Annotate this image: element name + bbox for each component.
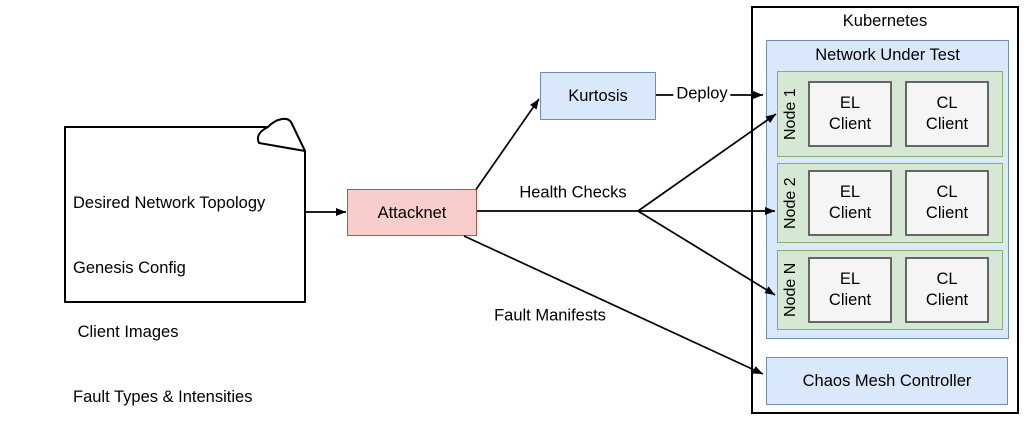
el-client-line2: Client	[828, 115, 872, 133]
chaos-mesh-controller-label: Chaos Mesh Controller	[802, 372, 972, 390]
attacknet-label: Attacknet	[377, 203, 447, 222]
node-n-el-client-box: EL Client	[808, 257, 892, 323]
kurtosis-box: Kurtosis	[540, 72, 656, 120]
node-1-el-client-box: EL Client	[808, 81, 892, 147]
node-2-label: Node 2	[782, 177, 799, 229]
el-client-line1: EL	[839, 183, 861, 201]
kurtosis-label: Kurtosis	[568, 87, 628, 105]
el-client-line2: Client	[828, 204, 872, 222]
node-2-cl-client-box: CL Client	[905, 170, 989, 236]
node-2-box: Node 2 EL Client CL Client	[777, 163, 1003, 243]
el-client-line1: EL	[839, 94, 861, 112]
cl-client-line2: Client	[925, 115, 969, 133]
node-1-label: Node 1	[782, 88, 799, 140]
cl-client-line1: CL	[936, 94, 958, 112]
node-1-box: Node 1 EL Client CL Client	[777, 71, 1003, 157]
el-client-line1: EL	[839, 270, 861, 288]
node-n-box: Node N EL Client CL Client	[777, 250, 1003, 330]
cl-client-line2: Client	[925, 204, 969, 222]
node-n-label: Node N	[782, 262, 799, 318]
network-under-test-title: Network Under Test	[815, 46, 960, 64]
chaos-mesh-controller-box: Chaos Mesh Controller	[766, 357, 1008, 405]
node-2-el-client-box: EL Client	[808, 170, 892, 236]
cl-client-line1: CL	[936, 270, 958, 288]
attacknet-box: Attacknet	[347, 189, 477, 236]
el-client-line2: Client	[828, 291, 872, 309]
cl-client-line2: Client	[925, 291, 969, 309]
node-n-cl-client-box: CL Client	[905, 257, 989, 323]
node-1-cl-client-box: CL Client	[905, 81, 989, 147]
kubernetes-title: Kubernetes	[842, 12, 928, 30]
cl-client-line1: CL	[936, 183, 958, 201]
